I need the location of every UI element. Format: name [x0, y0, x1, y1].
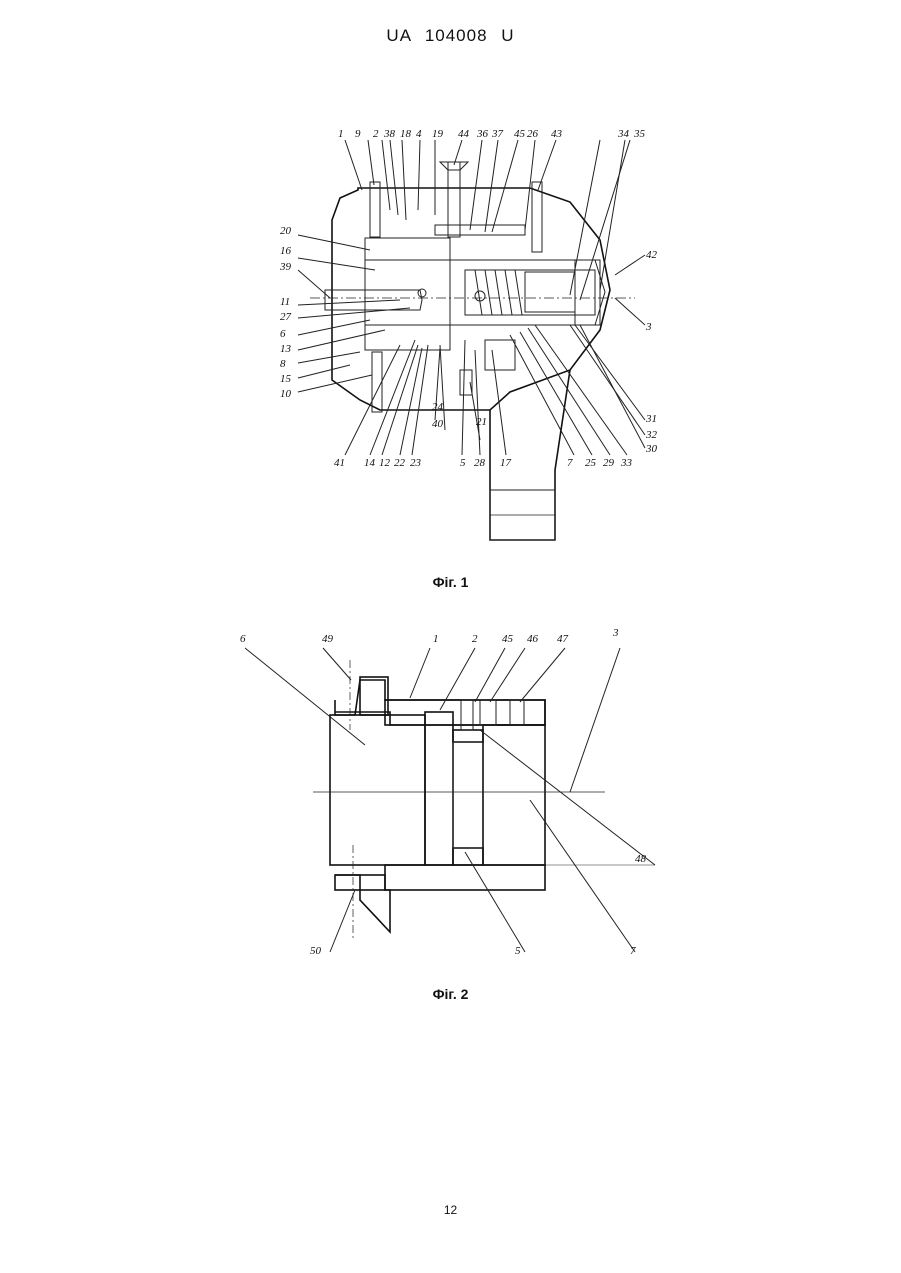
fig1-label: 30 [645, 443, 658, 455]
fig1-label: 40 [432, 418, 444, 430]
fig1-label: 39 [279, 261, 292, 273]
fig1-label: 42 [646, 249, 658, 261]
fig1-label: 28 [474, 457, 486, 469]
fig1-label: 23 [410, 457, 422, 469]
fig1-label: 5 [460, 457, 466, 469]
fig1-label: 7 [567, 457, 573, 469]
fig1-label: 24 [432, 401, 444, 413]
fig1-label: 14 [364, 457, 376, 469]
fig1-label: 15 [280, 373, 292, 385]
fig1-label: 37 [491, 128, 504, 140]
fig1-label: 29 [603, 457, 615, 469]
fig2-label: 47 [557, 633, 569, 645]
fig1-label: 34 [617, 128, 630, 140]
patent-header: UA 104008 U [0, 26, 901, 46]
fig2-label: 45 [502, 633, 514, 645]
figure-1-labels: 1 9 2 38 18 4 19 44 36 37 45 26 43 34 35 [338, 128, 646, 140]
figure-1-caption: Фіг. 1 [0, 574, 901, 590]
figure-2-drawing: 6 49 1 2 45 46 47 3 48 50 5 7 [235, 620, 665, 965]
fig2-label: 6 [240, 633, 246, 645]
figure-1-drawing: 1 9 2 38 18 4 19 44 36 37 45 26 43 34 35… [270, 120, 670, 550]
fig1-label: 13 [280, 343, 292, 355]
fig2-label: 50 [310, 945, 322, 957]
fig2-label: 5 [515, 945, 521, 957]
fig2-label: 48 [635, 853, 647, 865]
fig1-label: 3 [645, 321, 652, 333]
fig1-label: 33 [620, 457, 633, 469]
fig1-label: 21 [476, 416, 487, 428]
fig1-label: 12 [379, 457, 391, 469]
fig1-label: 2 [373, 128, 379, 140]
fig1-label: 18 [400, 128, 412, 140]
fig1-label: 36 [476, 128, 489, 140]
fig1-label: 16 [280, 245, 292, 257]
fig2-label: 2 [472, 633, 478, 645]
page-number: 12 [0, 1203, 901, 1217]
fig1-label: 45 [514, 128, 526, 140]
fig1-label: 32 [645, 429, 658, 441]
fig2-label: 3 [612, 627, 619, 639]
fig1-label: 26 [527, 128, 539, 140]
fig1-label: 38 [383, 128, 396, 140]
fig1-label: 41 [334, 457, 345, 469]
fig1-label: 44 [458, 128, 470, 140]
figure-2-caption: Фіг. 2 [0, 986, 901, 1002]
fig1-label: 22 [394, 457, 406, 469]
fig1-label: 9 [355, 128, 361, 140]
fig2-label: 46 [527, 633, 539, 645]
fig2-label: 7 [630, 945, 636, 957]
fig1-label: 35 [633, 128, 646, 140]
fig1-label: 11 [280, 296, 290, 308]
fig1-label: 19 [432, 128, 444, 140]
fig1-label: 6 [280, 328, 286, 340]
fig1-label: 31 [645, 413, 657, 425]
fig1-label: 1 [338, 128, 344, 140]
fig1-label: 20 [280, 225, 292, 237]
fig1-label: 8 [280, 358, 286, 370]
fig1-label: 17 [500, 457, 512, 469]
fig1-label: 4 [416, 128, 422, 140]
fig2-label: 49 [322, 633, 334, 645]
fig1-label: 43 [551, 128, 563, 140]
fig1-label: 25 [585, 457, 597, 469]
fig1-label: 10 [280, 388, 292, 400]
fig2-label: 1 [433, 633, 439, 645]
fig1-label: 27 [280, 311, 292, 323]
